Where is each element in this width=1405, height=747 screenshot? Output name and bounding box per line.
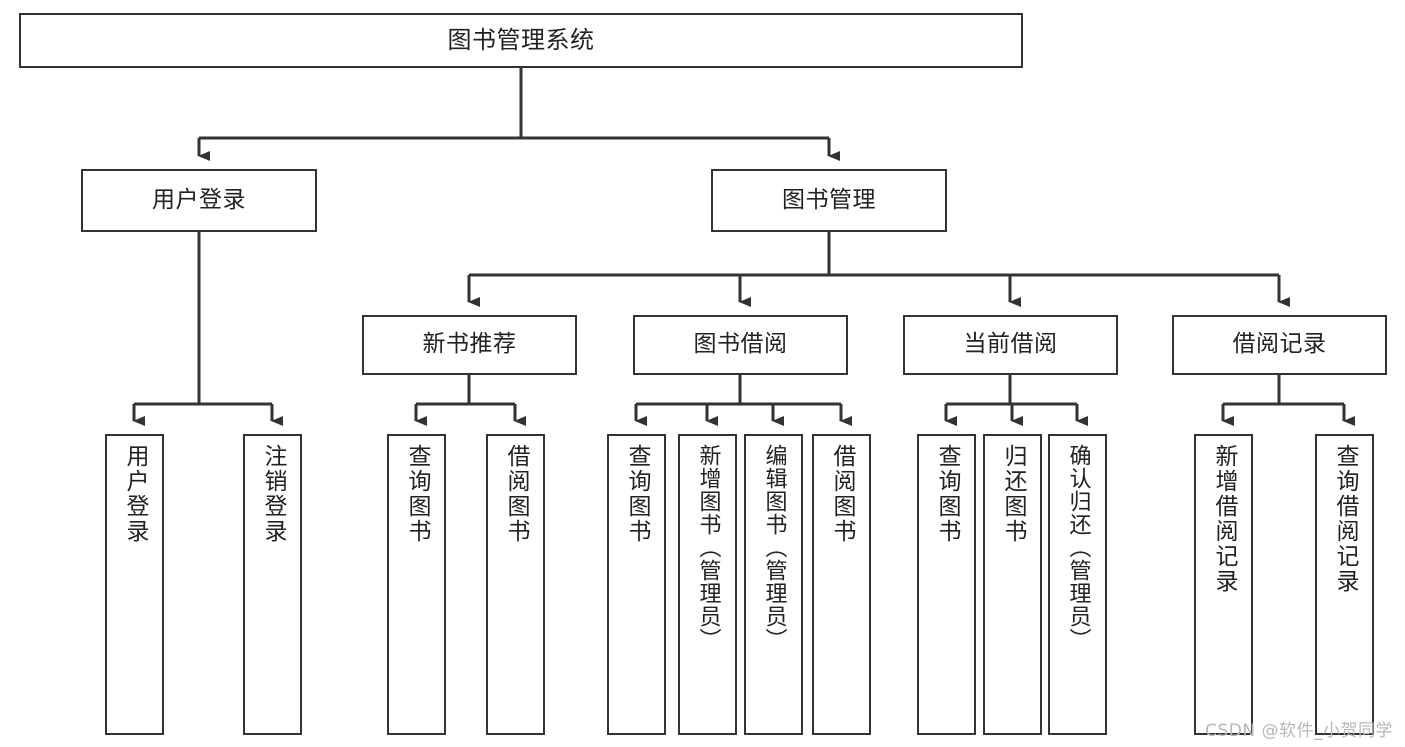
node-leaf-borrow-book-2[interactable]: 借阅图书 (812, 434, 871, 735)
node-user-login[interactable]: 用户登录 (81, 169, 317, 232)
node-leaf-query-record-label: 查询借阅记录 (1332, 444, 1358, 594)
node-borrow-record[interactable]: 借阅记录 (1172, 315, 1387, 375)
node-leaf-logout-login[interactable]: 注销登录 (243, 434, 302, 735)
node-leaf-add-book[interactable]: 新增图书（管理员） (678, 434, 737, 735)
node-leaf-return-book-label: 归还图书 (1000, 444, 1026, 544)
node-leaf-confirm-return[interactable]: 确认归还（管理员） (1048, 434, 1107, 735)
node-leaf-edit-book-label: 编辑图书（管理员） (761, 444, 787, 651)
node-leaf-query-book-1-label: 查询图书 (404, 444, 430, 544)
node-book-manage[interactable]: 图书管理 (711, 169, 947, 232)
node-leaf-query-book-3[interactable]: 查询图书 (917, 434, 976, 735)
node-book-borrow-label: 图书借阅 (693, 331, 788, 358)
node-leaf-query-book-2-label: 查询图书 (624, 444, 650, 544)
node-leaf-user-login-label: 用户登录 (122, 444, 148, 544)
node-leaf-user-login[interactable]: 用户登录 (105, 434, 164, 735)
node-current-borrow-label: 当前借阅 (963, 331, 1058, 358)
node-leaf-query-book-2[interactable]: 查询图书 (607, 434, 666, 735)
node-leaf-borrow-book-2-label: 借阅图书 (829, 444, 855, 544)
node-leaf-borrow-book-1-label: 借阅图书 (503, 444, 529, 544)
node-leaf-add-record[interactable]: 新增借阅记录 (1194, 434, 1253, 735)
node-user-login-label: 用户登录 (152, 186, 246, 213)
node-book-borrow[interactable]: 图书借阅 (633, 315, 848, 375)
node-leaf-query-book-1[interactable]: 查询图书 (387, 434, 446, 735)
node-leaf-confirm-return-label: 确认归还（管理员） (1065, 444, 1091, 651)
connector-lines (132, 68, 1355, 426)
node-leaf-logout-login-label: 注销登录 (260, 444, 286, 544)
node-leaf-query-book-3-label: 查询图书 (934, 444, 960, 544)
node-leaf-add-record-label: 新增借阅记录 (1211, 444, 1237, 594)
node-book-manage-label: 图书管理 (782, 186, 876, 213)
node-leaf-add-book-label: 新增图书（管理员） (695, 444, 721, 651)
node-leaf-query-record[interactable]: 查询借阅记录 (1315, 434, 1374, 735)
node-current-borrow[interactable]: 当前借阅 (903, 315, 1118, 375)
node-leaf-edit-book[interactable]: 编辑图书（管理员） (744, 434, 803, 735)
node-leaf-borrow-book-1[interactable]: 借阅图书 (486, 434, 545, 735)
node-leaf-return-book[interactable]: 归还图书 (983, 434, 1042, 735)
node-root-label: 图书管理系统 (447, 26, 595, 55)
node-root[interactable]: 图书管理系统 (19, 13, 1023, 68)
node-borrow-record-label: 借阅记录 (1232, 331, 1327, 358)
node-new-book-recommend-label: 新书推荐 (422, 331, 517, 358)
node-new-book-recommend[interactable]: 新书推荐 (362, 315, 577, 375)
